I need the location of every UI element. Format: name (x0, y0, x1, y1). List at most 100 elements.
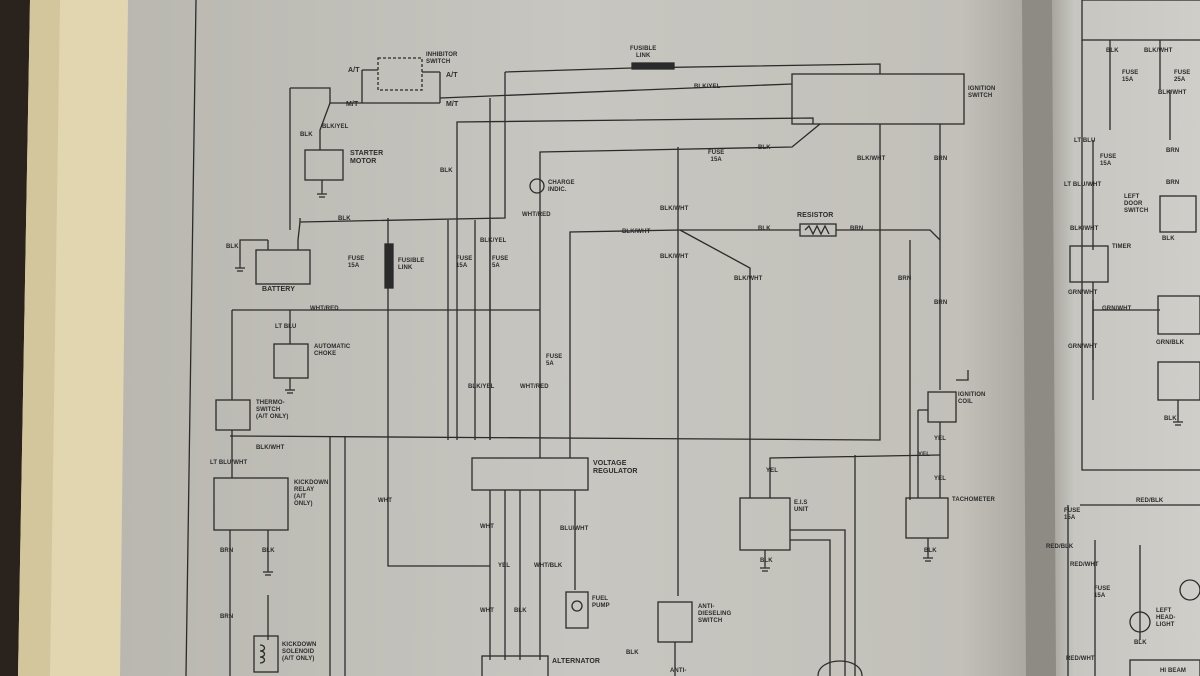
wire-label: BRN (934, 156, 948, 162)
fuel-pump-box (565, 591, 589, 629)
inhibitor-switch-label: INHIBITOR SWITCH (426, 52, 458, 65)
wire-label: WHT (480, 524, 494, 530)
resistor-label: RESISTOR (797, 212, 834, 219)
kickdown-solenoid-label: KICKDOWN SOLENOID (A/T ONLY) (282, 642, 317, 662)
fuel-pump-label: FUEL PUMP (592, 596, 610, 609)
kickdown-solenoid-box (253, 635, 279, 673)
wire-label: BLK (338, 216, 351, 222)
wire-label: BLK (1162, 236, 1175, 242)
wire-label: BLK/YEL (694, 84, 721, 90)
tachometer-label: TACHOMETER (952, 497, 995, 503)
wire-label: RED/BLK (1046, 544, 1074, 550)
wire-label: WHT (378, 498, 392, 504)
wire-label: BRN (220, 548, 234, 554)
ignition-coil-label: IGNITION COIL (958, 392, 986, 405)
automatic-choke-label: AUTOMATIC CHOKE (314, 344, 351, 357)
fuse-label: FUSE 15A (456, 256, 473, 269)
fusible-link-top-label: FUSIBLE LINK (630, 46, 657, 59)
wire-label: BLK (226, 244, 239, 250)
starter-motor-label: STARTER MOTOR (350, 150, 384, 165)
wire-label: BLK/WHT (857, 156, 886, 162)
charge-indic-label: CHARGE INDIC. (548, 180, 575, 193)
wire-label: GRN/WHT (1068, 290, 1098, 296)
wire-label: YEL (498, 563, 510, 569)
ground-battery (235, 262, 245, 272)
wire-label: BLK/WHT (660, 254, 689, 260)
wire-label: BLK (300, 132, 313, 138)
mt-label-1: M/T (346, 101, 359, 108)
kickdown-relay-label: KICKDOWN RELAY (A/T ONLY) (294, 480, 329, 507)
wire-label: BLK/WHT (1158, 90, 1187, 96)
starter-motor-box (304, 149, 344, 181)
left-headlight-label: LEFT HEAD- LIGHT (1156, 608, 1176, 628)
wire-label: BLK/WHT (660, 206, 689, 212)
wire-label: BLU/WHT (560, 526, 589, 532)
fuse-label: FUSE 15A (1100, 154, 1117, 167)
wire-label: WHT/RED (522, 212, 551, 218)
wire-label: BLK (1134, 640, 1147, 646)
fuse-label: FUSE 5A (546, 354, 563, 367)
wire-label: BLK/WHT (734, 276, 763, 282)
fuse-label: FUSE 15A (708, 150, 725, 163)
wire-label: BRN (850, 226, 864, 232)
wire-label: BLK/YEL (480, 238, 507, 244)
left-headlight-lamp (1129, 611, 1151, 633)
wire-label: BLK (626, 650, 639, 656)
wire-label: BLK (262, 548, 275, 554)
wire-label: BLK (440, 168, 453, 174)
thermo-switch-box (215, 399, 251, 431)
at-label-2: A/T (446, 72, 458, 79)
battery-box (255, 249, 311, 285)
wire-label: RED/BLK (1136, 498, 1164, 504)
wire-label: BLK/WHT (256, 445, 285, 451)
wire-label: GRN/WHT (1102, 306, 1132, 312)
wire-label: GRN/WHT (1068, 344, 1098, 350)
fuse-label: FUSE 15A (348, 256, 365, 269)
timer-box (1069, 245, 1109, 283)
ignition-switch-label: IGNITION SWITCH (968, 86, 996, 99)
wire-label: BLK/YEL (468, 384, 495, 390)
hi-beam-partial-label: HI BEAM (1160, 668, 1187, 674)
wire-label: BRN (1166, 148, 1180, 154)
wire-label: BLK (1106, 48, 1119, 54)
wire-label: BRN (220, 614, 234, 620)
timer-label: TIMER (1112, 244, 1132, 250)
wire-label: YEL (934, 476, 946, 482)
wire-label: GRN/BLK (1156, 340, 1185, 346)
wire-label: YEL (766, 468, 778, 474)
mt-label-2: M/T (446, 101, 459, 108)
tachometer-box (905, 497, 949, 539)
wire-label: BLK/WHT (1070, 226, 1099, 232)
fusible-link-mid (384, 243, 394, 289)
at-label-1: A/T (348, 67, 360, 74)
wire-label: LT BLU (1074, 138, 1096, 144)
wire-label: BRN (1166, 180, 1180, 186)
wire-label: BLK (924, 548, 937, 554)
anti-partial-label: ANTI- (670, 668, 687, 674)
automatic-choke-box (273, 343, 309, 379)
voltage-regulator-box (471, 457, 589, 491)
voltage-regulator-label: VOLTAGE REGULATOR (593, 460, 638, 475)
wire-label: LT BLU/WHT (1064, 182, 1102, 188)
wire-label: BLK (514, 608, 527, 614)
wire-label: BLK/WHT (622, 229, 651, 235)
wire-label: LT BLU/WHT (210, 460, 248, 466)
alternator-box (481, 655, 549, 676)
left-page (120, 0, 1034, 676)
wire-label: BLK/YEL (322, 124, 349, 130)
left-door-switch-label: LEFT DOOR SWITCH (1124, 194, 1149, 214)
wire-label: WHT (480, 608, 494, 614)
thermo-switch-label: THERMO- SWITCH (A/T ONLY) (256, 400, 289, 420)
ignition-switch-box (791, 73, 965, 125)
wire-label: RED/WHT (1070, 562, 1099, 568)
wire-label: BRN (898, 276, 912, 282)
alternator-label: ALTERNATOR (552, 658, 601, 665)
ignition-coil-box (927, 391, 957, 423)
wire-label: WHT/RED (310, 306, 339, 312)
anti-dieseling-switch-label: ANTI- DIESELING SWITCH (698, 604, 732, 624)
wire-label: YEL (918, 452, 930, 458)
fuse-label: FUSE 15A (1094, 586, 1111, 599)
eis-unit-label: E.I.S UNIT (794, 500, 809, 513)
wire-label: BLK (758, 145, 771, 151)
